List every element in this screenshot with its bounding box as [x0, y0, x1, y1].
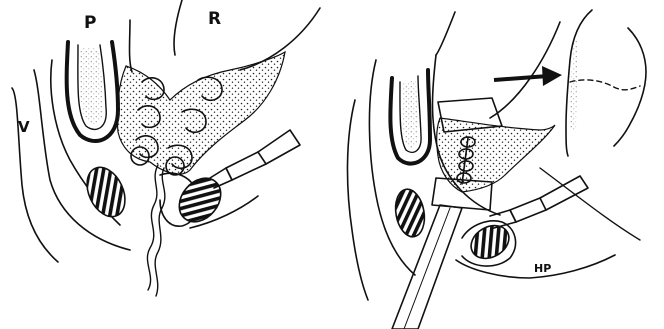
right-urethra-stipple	[402, 80, 418, 148]
hatched-structure-left	[80, 161, 133, 222]
probe-instrument	[210, 130, 300, 188]
urethra-stipple	[80, 48, 103, 124]
right-hatched-structure-left	[392, 187, 428, 239]
right-panel: HP	[347, 10, 646, 329]
inset-organ-outline	[566, 10, 646, 156]
perineal-skin-line	[540, 168, 640, 240]
label-r: R	[208, 9, 221, 29]
label-v: V	[18, 118, 30, 136]
direction-arrow	[494, 66, 562, 86]
hatched-structure-right	[171, 170, 229, 230]
label-p: P	[84, 13, 96, 33]
right-stippled-tissue	[437, 118, 555, 192]
right-probe-instrument	[490, 176, 588, 228]
label-hp: HP	[534, 262, 551, 275]
right-vaginal-wall	[347, 100, 368, 300]
right-rectum-outline	[436, 12, 560, 118]
vaginal-wall-outline	[12, 88, 58, 262]
left-panel: P R V	[12, 0, 320, 296]
rectum-outline	[130, 0, 321, 72]
